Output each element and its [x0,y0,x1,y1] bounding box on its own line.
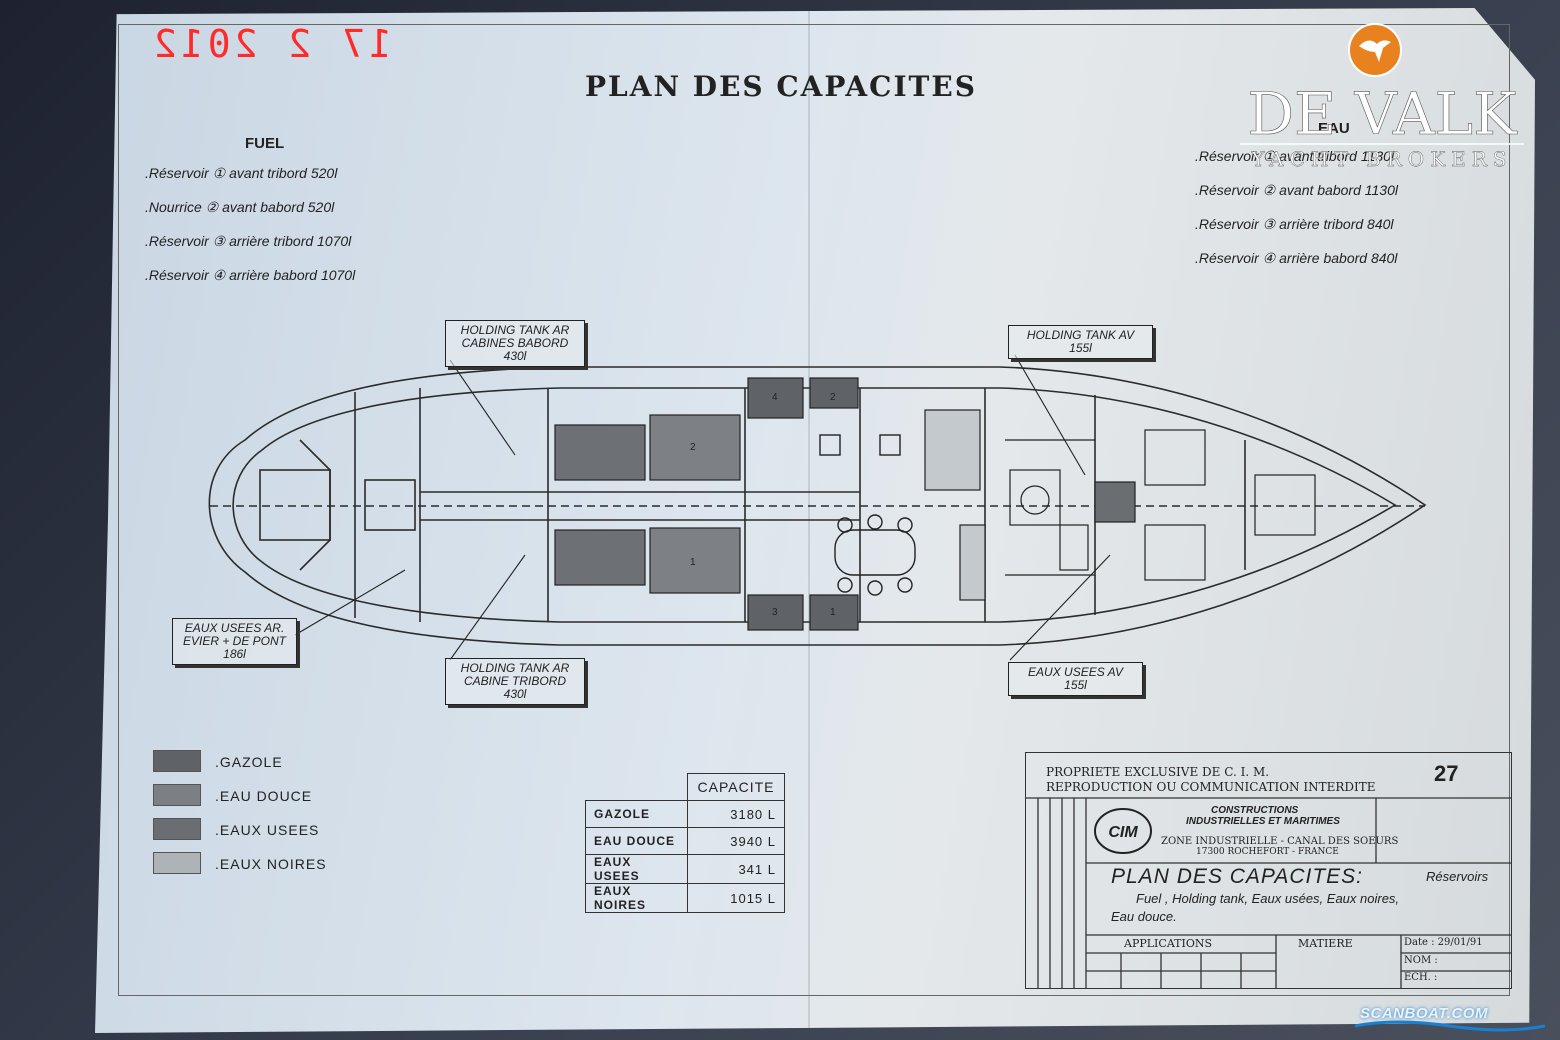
callout-holding-ar-tribord: HOLDING TANK AR CABINE TRIBORD 430l [445,658,585,705]
page-title: PLAN DES CAPACITES [585,70,977,103]
eau-item: .Réservoir ① avant tribord 1130l [1195,148,1395,164]
tank-number: 4 [772,392,778,403]
tank-number: 1 [830,607,836,618]
callout-eaux-usees-av: EAUX USEES AV 155l [1008,662,1143,696]
saloon-table [819,434,916,596]
tank-number: 1 [690,557,696,568]
fuel-heading: FUEL [245,135,285,152]
de-valk-logo-icon [1348,23,1402,77]
eau-heading: EAU [1318,120,1350,137]
tank-number: 3 [772,607,778,618]
date-field: Date : 29/01/91 [1404,937,1483,948]
tank-cabins [554,377,1136,631]
matiere-label: MATIERE [1298,937,1353,950]
legend-swatch [153,784,201,806]
de-valk-watermark: DE VALK YACHT BROKERS [1232,20,1532,170]
hull-outline [208,366,1427,646]
fuel-item: .Réservoir ① avant tribord 520l [145,165,338,181]
legend-swatch [153,852,201,874]
title-block-ownership: PROPRIETE EXCLUSIVE DE C. I. M. [1046,765,1270,779]
nom-field: NOM : [1404,955,1438,966]
callout-eaux-usees-ar: EAUX USEES AR. EVIER + DE PONT 186l [172,618,297,665]
tank-number: 2 [690,442,696,453]
eau-item: .Réservoir ② avant babord 1130l [1195,182,1398,198]
title-block: CIM PROPRIETE EXCLUSIVE DE C. I. M. REPR… [1025,752,1512,989]
applications-label: APPLICATIONS [1124,937,1213,950]
drawing-title: PLAN DES CAPACITES: [1111,865,1364,888]
drawing-subtitle-3: Eau douce. [1111,909,1177,924]
brand-subtitle: YACHT BROKERS [1251,147,1513,170]
cim-logo-text: CIM [1108,824,1138,841]
drawing-frame [118,24,1510,996]
legend-swatch [153,750,201,772]
fuel-item: .Nourrice ② avant babord 520l [145,199,335,215]
brand-name: DE VALK [1248,80,1519,148]
cim-logo [1094,808,1152,854]
company-address-1: ZONE INDUSTRIELLE - CANAL DES SOEURS [1161,836,1399,847]
fuel-item: .Réservoir ③ arrière tribord 1070l [145,233,352,249]
title-block-notice: REPRODUCTION OU COMMUNICATION INTERDITE [1046,780,1376,794]
company-address-2: 17300 ROCHEFORT - FRANCE [1196,847,1339,857]
ech-field: ECH. : [1404,972,1438,983]
bulkheads [354,388,1246,622]
hull-inner-line [232,387,1397,623]
company-name-1: CONSTRUCTIONS [1211,805,1299,816]
callout-holding-ar-babord: HOLDING TANK AR CABINES BABORD 430l [445,320,585,367]
drawing-subtitle-1: Réservoirs [1426,869,1489,884]
callout-holding-av: HOLDING TANK AV 155l [1008,325,1153,359]
drawing-subtitle-2: Fuel , Holding tank, Eaux usées, Eaux no… [1136,891,1400,906]
fuel-list: .Réservoir ① avant tribord 520l .Nourric… [145,165,355,301]
tank-number: 2 [830,392,836,403]
de-valk-wordmark: DE VALK YACHT BROKERS [1240,80,1524,170]
eau-item: .Réservoir ③ arrière tribord 840l [1195,216,1394,232]
fuel-item: .Réservoir ④ arrière babord 1070l [145,267,356,283]
eau-item: .Réservoir ④ arrière babord 840l [1195,250,1398,266]
company-name-2: INDUSTRIELLES ET MARITIMES [1186,816,1340,827]
title-block-grid: CIM [1026,797,1511,988]
scanboat-wave-icon [1355,1020,1545,1032]
legend-swatch [153,818,201,840]
scanboat-watermark: SCANBOAT.COM [1360,1005,1488,1022]
capacity-header: CAPACITE [687,773,785,801]
eau-list: .Réservoir ① avant tribord 1130l .Réserv… [1195,148,1398,284]
sheet-number: 27 [1434,761,1459,786]
